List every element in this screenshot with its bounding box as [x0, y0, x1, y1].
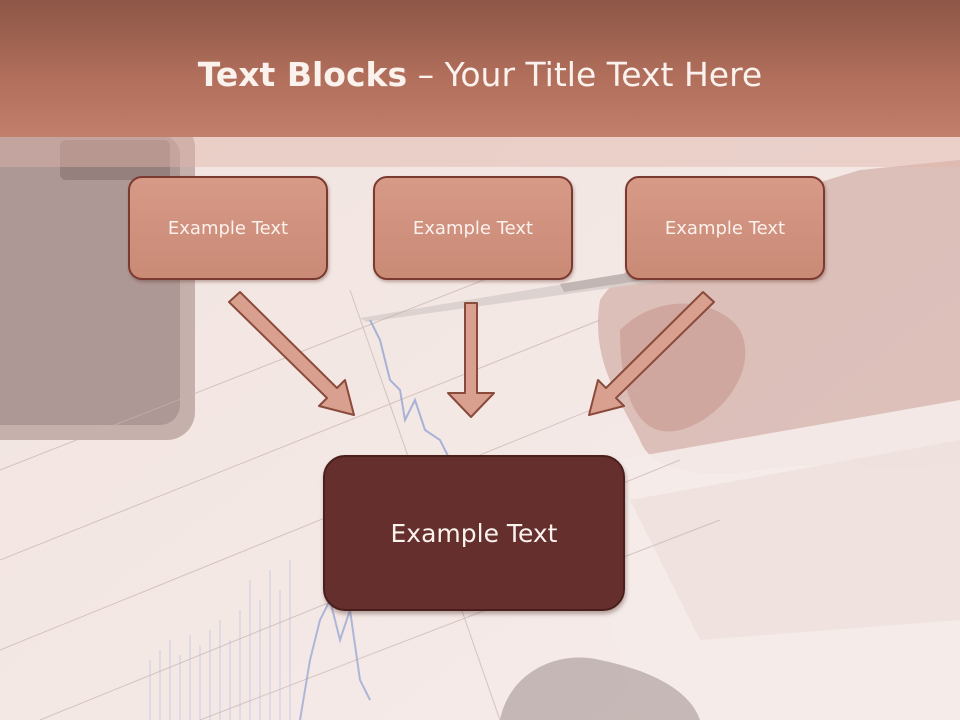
text-block-1[interactable]: Example Text: [128, 176, 328, 280]
title-rest: – Your Title Text Here: [407, 55, 763, 94]
text-block-1-label: Example Text: [167, 217, 289, 239]
text-block-3-label: Example Text: [664, 217, 786, 239]
text-block-2[interactable]: Example Text: [373, 176, 573, 280]
title-bold: Text Blocks: [197, 55, 408, 94]
text-block-2-label: Example Text: [412, 217, 534, 239]
slide-title[interactable]: Text Blocks – Your Title Text Here: [0, 52, 960, 98]
text-block-3[interactable]: Example Text: [625, 176, 825, 280]
title-bar: [0, 0, 960, 167]
target-text-block-label: Example Text: [390, 518, 558, 548]
target-text-block[interactable]: Example Text: [323, 455, 625, 611]
